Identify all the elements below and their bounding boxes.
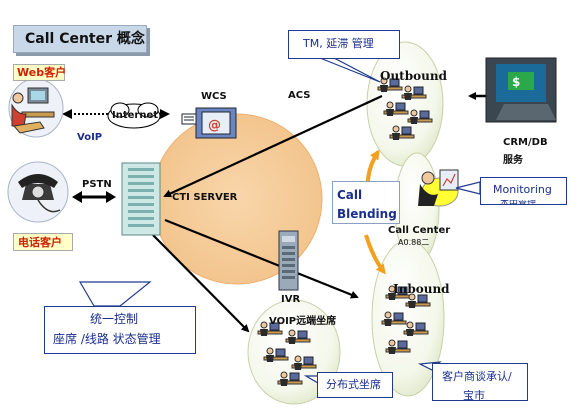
agent-desk-icon <box>277 371 303 386</box>
call-center-sub-label: A0.88二 <box>398 239 430 245</box>
monitoring-callout-sub: 本中管理 <box>500 200 536 204</box>
outbound-to-cti-arrow <box>163 95 383 198</box>
outbound-label: Outbound <box>380 69 447 83</box>
agent-desk-icon <box>377 77 403 92</box>
acs-label: ACS <box>288 90 311 101</box>
cti-to-voip-arrow <box>152 234 250 333</box>
distributed-callout <box>317 372 393 398</box>
agent-desk-icon <box>257 321 283 336</box>
agent-desk-icon <box>291 355 317 370</box>
voip-site-label: VOIP远端坐席 <box>269 316 337 327</box>
distributed-callout-text: 分布式坐席 <box>326 378 381 391</box>
phone-client-label: 电话客户 <box>18 236 62 249</box>
inbound-label: Inbound <box>393 282 450 296</box>
agent-desk-icon <box>385 339 411 354</box>
internet-arrowhead <box>160 109 170 119</box>
voip-label: VoIP <box>77 132 103 143</box>
control-callout-line1: 统一控制 <box>90 312 139 326</box>
tm-callout <box>288 30 400 59</box>
monitoring-callout-pointer <box>455 181 481 195</box>
wcs-mail-icon: @ <box>181 107 237 139</box>
agent-desk-icon <box>285 329 311 344</box>
control-callout-pointer <box>78 281 152 307</box>
cti-to-inbound-arrow <box>164 218 359 299</box>
tm-callout-pointer <box>319 57 381 83</box>
call-blending-line1: Call <box>337 188 363 202</box>
control-callout-line2: 座席 /线路 状态管理 <box>53 332 161 346</box>
agent-desk-icon <box>407 109 433 124</box>
customer-callout-line2: 宝市 <box>463 390 485 400</box>
page-title: Call Center 概念 <box>25 31 145 47</box>
phone-client-icon <box>7 161 69 223</box>
cti-server-label: CTI SERVER <box>172 192 238 203</box>
call-blending-line2: Blending <box>337 207 397 221</box>
crm-db-label: CRM/DB <box>503 137 548 148</box>
customer-callout-line1: 客户商谈承认/ <box>442 370 512 383</box>
agent-desk-icon <box>401 85 427 100</box>
pstn-label: PSTN <box>82 179 112 190</box>
monitoring-callout-text: Monitoring <box>493 183 552 196</box>
monitoring-callout <box>480 177 567 205</box>
web-arrowhead <box>62 109 72 119</box>
title-box <box>13 25 147 53</box>
phone-client-label-box <box>13 233 73 251</box>
internet-label: Internet <box>112 110 159 121</box>
ivr-label: IVR <box>281 294 301 305</box>
customer-callout <box>432 363 528 401</box>
web-client-label-box <box>13 64 65 81</box>
pstn-arrowhead-right <box>106 191 116 203</box>
agent-desk-icon <box>389 125 415 140</box>
call-center-label: Call Center <box>388 225 451 236</box>
pstn-arrowhead-left <box>72 191 82 203</box>
svg-text:$: $ <box>512 75 520 89</box>
internet-cloud-icon <box>107 102 161 129</box>
agent-desk-icon <box>263 347 289 362</box>
cti-server-icon <box>121 162 161 236</box>
web-client-label: Web客户 <box>17 66 67 79</box>
wcs-label: WCS <box>201 91 227 102</box>
ivr-icon <box>278 230 299 291</box>
agent-desk-icon <box>405 293 431 308</box>
call-blending-box <box>332 181 400 224</box>
svg-text:@: @ <box>208 118 221 133</box>
agent-desk-group <box>257 77 433 386</box>
blending-arrow-down <box>364 234 386 275</box>
control-callout <box>44 306 196 354</box>
crm-db-sub-label: 服务 <box>503 155 523 166</box>
crm-db-icon: $ <box>485 57 557 123</box>
agent-desk-icon <box>381 311 407 326</box>
agent-desk-icon <box>383 101 409 116</box>
web-client-icon <box>8 78 64 138</box>
supervisor-icon <box>418 169 459 207</box>
agent-desk-icon <box>385 285 411 300</box>
inbound-site-oval <box>371 239 445 397</box>
agent-desk-icon <box>403 321 429 336</box>
tm-callout-text: TM, 延滞 管理 <box>303 37 374 50</box>
